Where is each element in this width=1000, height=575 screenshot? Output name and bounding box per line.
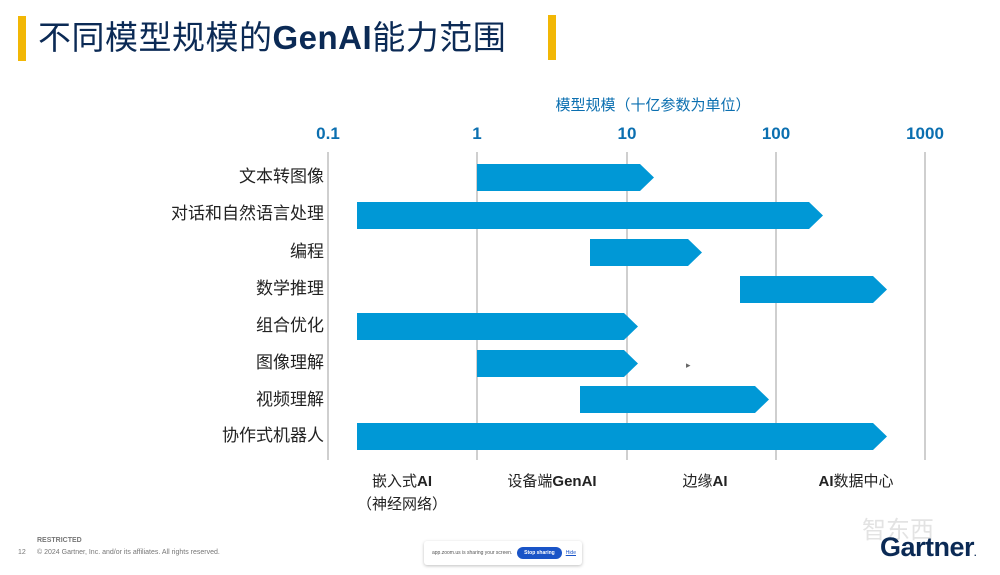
range-bar-collaborative-robots [357, 423, 887, 450]
hide-link[interactable]: Hide [565, 550, 576, 556]
row-label: 文本转图像 [239, 167, 324, 187]
row-label: 对话和自然语言处理 [171, 204, 324, 224]
classification-label: RESTRICTED [37, 537, 82, 544]
gridline-10 [626, 152, 628, 460]
gridline-1 [476, 152, 478, 460]
gridline-100 [775, 152, 777, 460]
x-tick-0.1: 0.1 [316, 124, 340, 143]
category-on-device-genai: 设备端GenAI [507, 472, 597, 490]
stop-sharing-button[interactable]: Stop sharing [517, 547, 562, 559]
category-edge-ai: 边缘AI [682, 472, 728, 490]
range-bar-combinatorial-optimization [357, 313, 638, 340]
range-bar-video-understanding [580, 386, 769, 413]
x-tick-100: 100 [761, 124, 791, 143]
row-label: 编程 [290, 242, 324, 262]
range-bar-coding [590, 239, 702, 266]
page-title: 不同模型规模的GenAI能力范围 [38, 18, 507, 57]
category-embedded-ai: 嵌入式AI （神经网络） [356, 472, 448, 513]
title-accent-bar-left [18, 16, 26, 61]
row-label: 数学推理 [256, 279, 324, 299]
copyright-text: © 2024 Gartner, Inc. and/or its affiliat… [37, 549, 220, 556]
row-label: 协作式机器人 [222, 426, 324, 446]
mouse-cursor-icon: ▸ [686, 361, 691, 371]
watermark: 智东西 [862, 516, 934, 544]
screen-share-message: app.zoom.us is sharing your screen. [432, 550, 513, 556]
x-tick-1000: 1000 [906, 124, 944, 143]
row-label: 组合优化 [256, 316, 324, 336]
screen-share-banner: app.zoom.us is sharing your screen. Stop… [424, 541, 582, 565]
category-ai-datacenter: AI数据中心 [818, 472, 894, 490]
range-bar-math-reasoning [740, 276, 887, 303]
row-label: 图像理解 [256, 353, 324, 373]
row-label: 视频理解 [256, 390, 324, 410]
x-tick-10: 10 [617, 124, 637, 143]
x-axis-title: 模型规模（十亿参数为单位） [555, 96, 751, 114]
gridline-1000 [924, 152, 926, 460]
range-bar-dialog-nlp [357, 202, 823, 229]
gartner-logo: Gartner. [880, 532, 977, 562]
x-tick-1: 1 [472, 124, 482, 143]
gridline-0.1 [327, 152, 329, 460]
page-number: 12 [18, 549, 26, 556]
range-bar-image-understanding [477, 350, 638, 377]
title-accent-bar-right [548, 15, 556, 60]
range-bar-text-to-image [477, 164, 654, 191]
